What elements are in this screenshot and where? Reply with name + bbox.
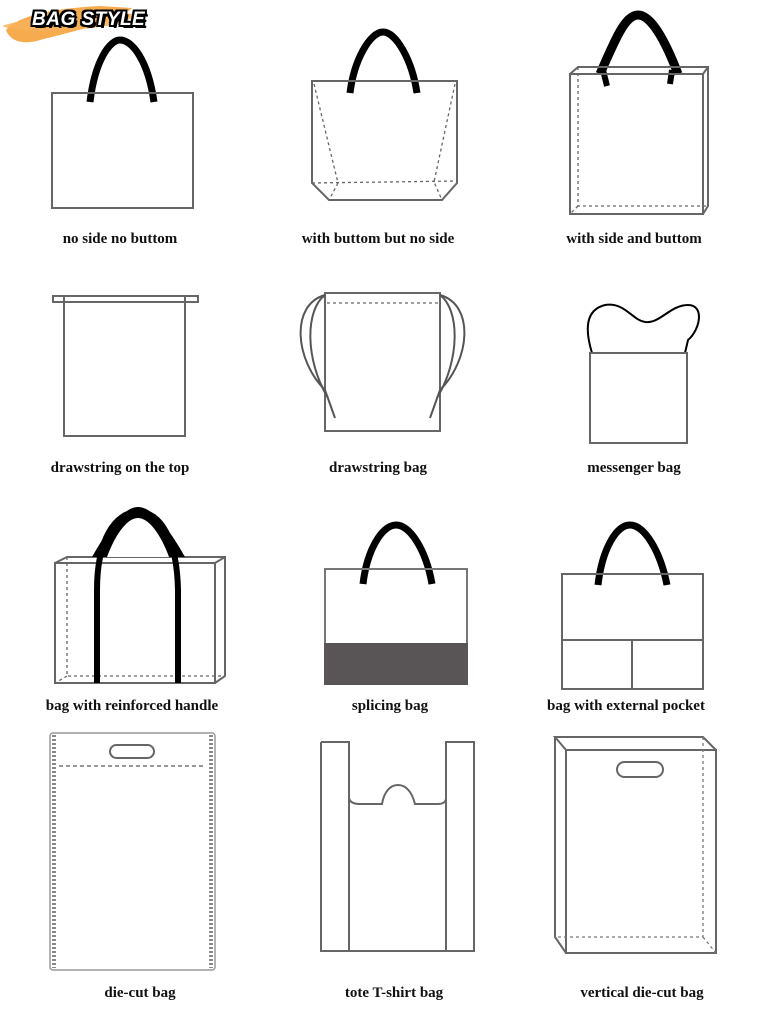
label-with-side-and-bottom: with side and buttom [566, 231, 702, 247]
label-external-pocket: bag with external pocket [547, 698, 705, 714]
bag-messenger-illustration [586, 303, 700, 444]
bag-splicing-illustration [324, 521, 468, 685]
label-drawstring-bag: drawstring bag [329, 460, 427, 476]
label-vertical-die-cut-bag: vertical die-cut bag [580, 985, 704, 1001]
label-with-bottom-no-side: with buttom but no side [301, 231, 455, 247]
bag-style-header: BAG STYLE [0, 0, 160, 50]
bag-vertical-die-cut-illustration [552, 736, 717, 954]
orange-brush-icon [2, 6, 140, 43]
label-messenger-bag: messenger bag [587, 460, 681, 476]
bag-with-side-and-bottom-illustration [569, 10, 709, 215]
bag-external-pocket-illustration [561, 521, 704, 690]
label-no-side-no-bottom: no side no buttom [62, 231, 178, 247]
page-title: BAG STYLE [32, 9, 146, 30]
bag-drawstring-on-top-illustration [52, 295, 199, 437]
bag-no-side-no-bottom-illustration [51, 36, 194, 209]
label-tote-t-shirt-bag: tote T-shirt bag [344, 985, 444, 1001]
bag-drawstring-illustration [299, 292, 466, 432]
label-die-cut-bag: die-cut bag [104, 985, 176, 1001]
bag-with-bottom-no-side-illustration [311, 28, 458, 201]
label-reinforced-handle: bag with reinforced handle [45, 698, 219, 714]
bag-reinforced-handle-illustration [54, 507, 226, 684]
label-drawstring-on-top: drawstring on the top [50, 460, 190, 476]
label-splicing-bag: splicing bag [351, 698, 429, 714]
bag-die-cut-illustration [49, 732, 216, 971]
bag-tote-t-shirt-illustration [320, 741, 475, 952]
